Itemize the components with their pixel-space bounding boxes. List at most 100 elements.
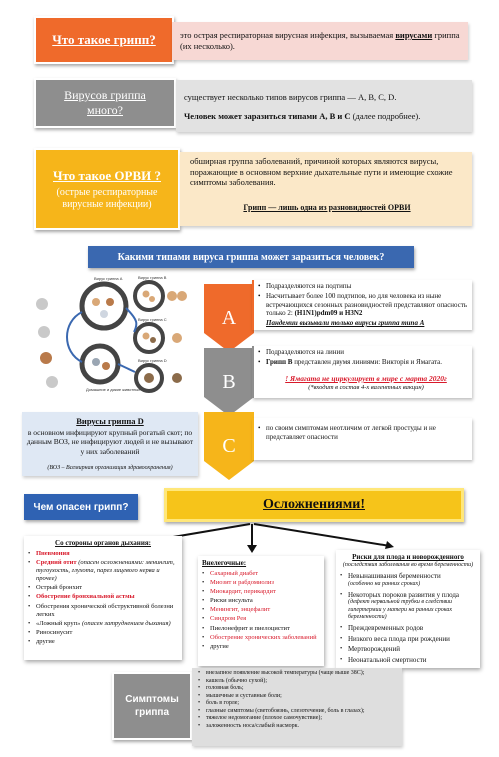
extrapulmonary-item-name: Сахарный диабет (210, 569, 259, 577)
respiratory-item-name: Средний отит (36, 558, 77, 566)
respiratory-item-name: «Ложный круп» (36, 619, 81, 627)
symptoms-title: Симптомы гриппа (125, 694, 179, 718)
respiratory-item: Риносинусит (28, 629, 178, 637)
symptom-item: внезапное появление высокой температуры … (198, 670, 400, 678)
cow-icon-d (172, 373, 182, 383)
respiratory-item-name: Пневмония (36, 549, 70, 557)
human-figure-a (92, 298, 100, 306)
symptom-item: мышечные и суставные боли; (198, 693, 400, 701)
q3-text: обширная группа заболеваний, причиной ко… (190, 156, 453, 188)
bird-figure-a (100, 310, 108, 318)
horse-figure-animals (102, 362, 110, 370)
human-figure-b2 (149, 296, 155, 302)
types-banner: Какими типами вируса гриппа может зарази… (88, 246, 414, 268)
fetal-item: Низкого веса плода при рождении (340, 635, 476, 644)
virus-d-text: в основном инфицируют крупный рогатый ск… (26, 428, 194, 456)
respiratory-item: Пневмония (28, 550, 178, 558)
q2-title: Вирусов гриппа много? (64, 88, 146, 117)
fetal-item-name: Некоторых пороков развития у плода (348, 590, 460, 599)
fetal-item: Преждевременных родов (340, 624, 476, 633)
type-b-list: Подразделяются на линии Грипп В представ… (258, 348, 470, 368)
type-b-item-1: Подразделяются на линии (258, 348, 470, 357)
q1-text: это острая респираторная вирусная инфекц… (180, 30, 460, 51)
label-virus-c: Вирус гриппа С (138, 317, 167, 322)
fetal-item-name: Неонатальной смертности (348, 656, 427, 664)
respiratory-item: другие (28, 638, 178, 646)
respiratory-item-name: Обострения хронической обструктивной бол… (36, 602, 174, 618)
fetal-item-name: Преждевременных родов (348, 623, 424, 632)
extrapulmonary-item-name: Миозит и рабдомиолиз (210, 578, 274, 586)
respiratory-item: Острый бронхит (28, 584, 178, 592)
extrapulmonary-title: Внелегочные: (202, 559, 247, 567)
human-icon-b (167, 291, 177, 301)
type-b-yamagata: ! Ямагата не циркулирует в мире с марта … (285, 374, 447, 383)
type-a-list: Подразделяются на подтипы Насчитывает бо… (258, 282, 470, 319)
q3-title: Что такое ОРВИ ? (53, 167, 161, 183)
extrapulmonary-item: Миозит и рабдомиолиз (202, 579, 320, 587)
virus-diagram-svg: Вирус гриппа А Вирус гриппа В Вирус грип… (36, 275, 187, 393)
type-b-item-2: Грипп В представлен двумя линиями: Викто… (258, 358, 470, 367)
q1-info-box (172, 22, 468, 60)
danger-label: Чем опасен грипп? (33, 501, 129, 513)
extrapulmonary-item: другие (202, 643, 320, 651)
symptom-item: глазные симптомы (светобоязнь, слезотече… (198, 708, 400, 716)
bird-figure-animals (92, 358, 100, 366)
extrapulmonary-item-name: Миокардит, перикардит (210, 588, 276, 595)
fetal-item-name: Низкого веса плода при рождении (348, 634, 450, 643)
respiratory-item-name: Риносинусит (36, 628, 73, 636)
pig-icon (40, 352, 52, 364)
respiratory-item: Обострения хронической обструктивной бол… (28, 603, 178, 619)
human-icon-c (172, 333, 182, 343)
danger-label-box: Чем опасен грипп? (24, 494, 138, 520)
type-a-item-1: Подразделяются на подтипы (258, 282, 470, 291)
label-virus-b: Вирус гриппа В (138, 275, 167, 280)
respiratory-item: «Ложный круп» (опасен затруднением дыхан… (28, 620, 178, 628)
type-b-chevron: B (204, 348, 254, 416)
fetal-item-note: (дефект нервальной трубки в следствии ги… (348, 599, 453, 621)
virus-d-box (22, 412, 198, 476)
pig-figure-c (150, 337, 156, 343)
virus-diagram: Вирус гриппа А Вирус гриппа В Вирус грип… (22, 272, 198, 398)
fetal-item: Неонатальной смертности (340, 656, 476, 665)
fetal-item-name: Невынашивания беременности (348, 572, 441, 581)
extrapulmonary-item: Синдром Рея (202, 615, 320, 623)
fetal-item-name: Мертворождений (348, 645, 401, 654)
transmission-arrow-right (125, 307, 138, 333)
fetal-list: Невынашивания беременности(особенно на р… (340, 572, 476, 665)
type-c-item-1: по своим симптомам неотличим от легкой п… (258, 424, 468, 442)
fetal-item: Мертворождений (340, 645, 476, 654)
extrapulmonary-item-name: Синдром Рея (210, 615, 247, 623)
virus-d-note: (ВОЗ – Всемирная организация здравоохран… (47, 465, 173, 471)
respiratory-item-note: (опасен осложнениями: менингит, тугоухос… (36, 558, 175, 583)
extrapulmonary-item-name: другие (210, 642, 229, 650)
respiratory-item: Обострение бронхиальной астмы (28, 593, 178, 601)
symptom-item: заложенность носа/слабый насморк. (198, 723, 400, 731)
label-virus-d: Вирус гриппа D (138, 358, 167, 363)
complications-box: Осложнениями! (164, 488, 464, 522)
type-a-letter: A (221, 306, 237, 329)
type-b-vaccine-note: (*входит в состав 4-х валентных вакцин) (308, 384, 424, 391)
symptom-item: боль в горле; (198, 700, 400, 708)
fetal-title: Риски для плода и новорожденного (352, 553, 464, 561)
q1-title-box: Что такое грипп? (34, 16, 174, 64)
bird-icon-1 (36, 298, 48, 310)
banner-title: Какими типами вируса гриппа может зарази… (117, 251, 385, 263)
arrow-right (253, 523, 391, 547)
virus-c-ring (133, 322, 165, 354)
respiratory-item-name: другие (36, 638, 55, 645)
extrapulmonary-item-name: Пиелонефрит и пиелоцистит (210, 624, 290, 632)
extrapulmonary-list: Сахарный диабетМиозит и рабдомиолизМиока… (202, 570, 320, 651)
fetal-item: Некоторых пороков развития у плода(дефек… (340, 591, 476, 622)
transmission-arrow-left (66, 311, 83, 363)
symptoms-list: внезапное появление высокой температуры … (198, 670, 400, 730)
q3-info-box (180, 152, 472, 226)
extrapulmonary-item-name: Обострение хронических заболеваний (210, 633, 317, 641)
extrapulmonary-item: Обострение хронических заболеваний (202, 634, 320, 642)
transmission-arrow-d (117, 363, 136, 373)
extrapulmonary-item: Пиелонефрит и пиелоцистит (202, 625, 320, 633)
type-c-chevron: C (204, 412, 254, 480)
respiratory-item-note: (опасен затруднением дыхания) (80, 619, 171, 627)
q2-title-box: Вирусов гриппа много? (34, 78, 176, 128)
animal-figure-a (106, 298, 114, 306)
human-figure-c (142, 332, 150, 340)
